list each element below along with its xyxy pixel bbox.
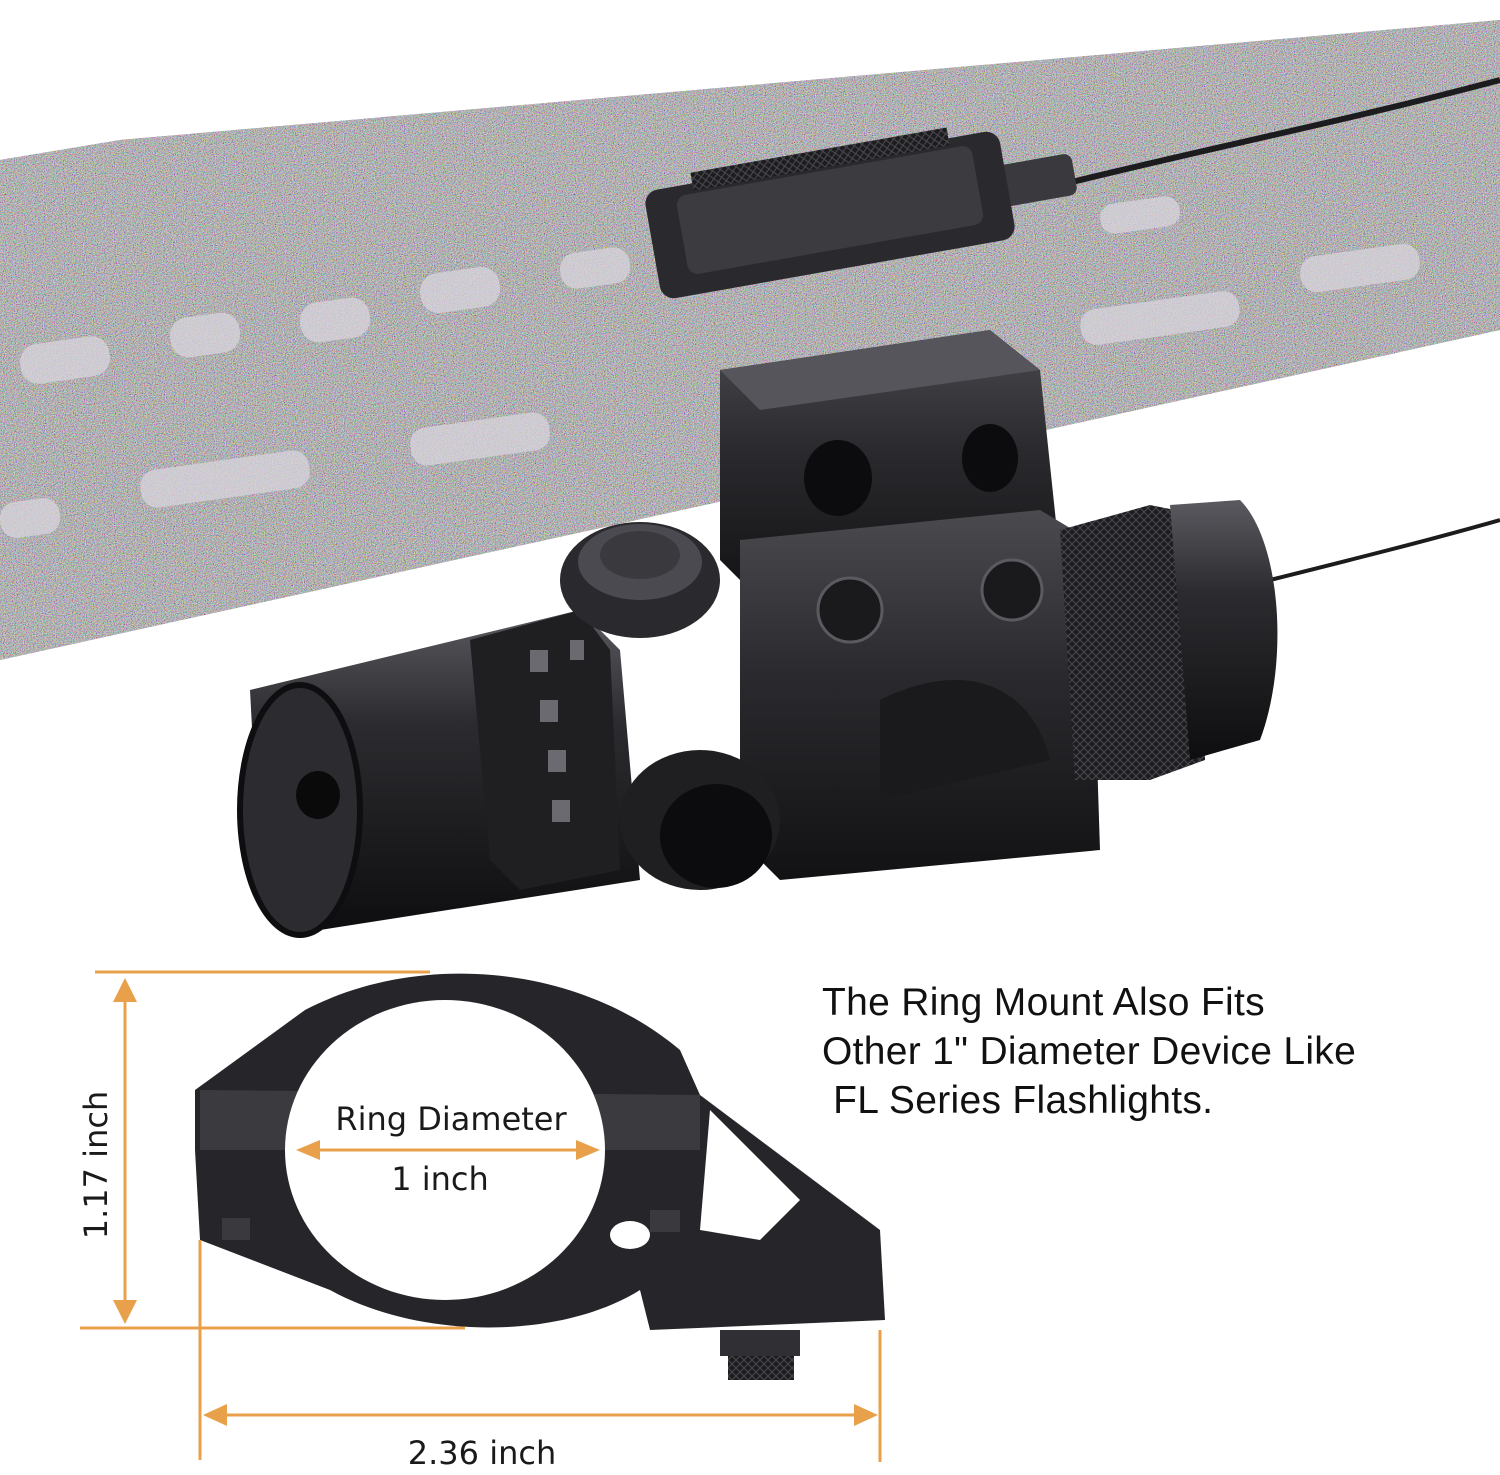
caption-line-3: FL Series Flashlights. xyxy=(822,1079,1214,1122)
width-label: 2.36 inch xyxy=(408,1434,556,1470)
ring-diameter-label: Ring Diameter xyxy=(335,1100,567,1138)
rail-icon xyxy=(0,20,1500,660)
caption-line-1: The Ring Mount Also Fits xyxy=(822,981,1265,1024)
caption-line-2: Other 1" Diameter Device Like xyxy=(822,1030,1357,1073)
laser-sight-icon xyxy=(237,330,1500,938)
ring-mount-icon xyxy=(195,973,885,1380)
ring-diameter-value: 1 inch xyxy=(391,1160,489,1198)
caption-text: The Ring Mount Also Fits Other 1" Diamet… xyxy=(822,978,1482,1125)
height-label: 1.17 inch xyxy=(77,1091,115,1239)
pressure-switch-icon xyxy=(645,77,1500,299)
dimension-lines xyxy=(80,970,882,1462)
